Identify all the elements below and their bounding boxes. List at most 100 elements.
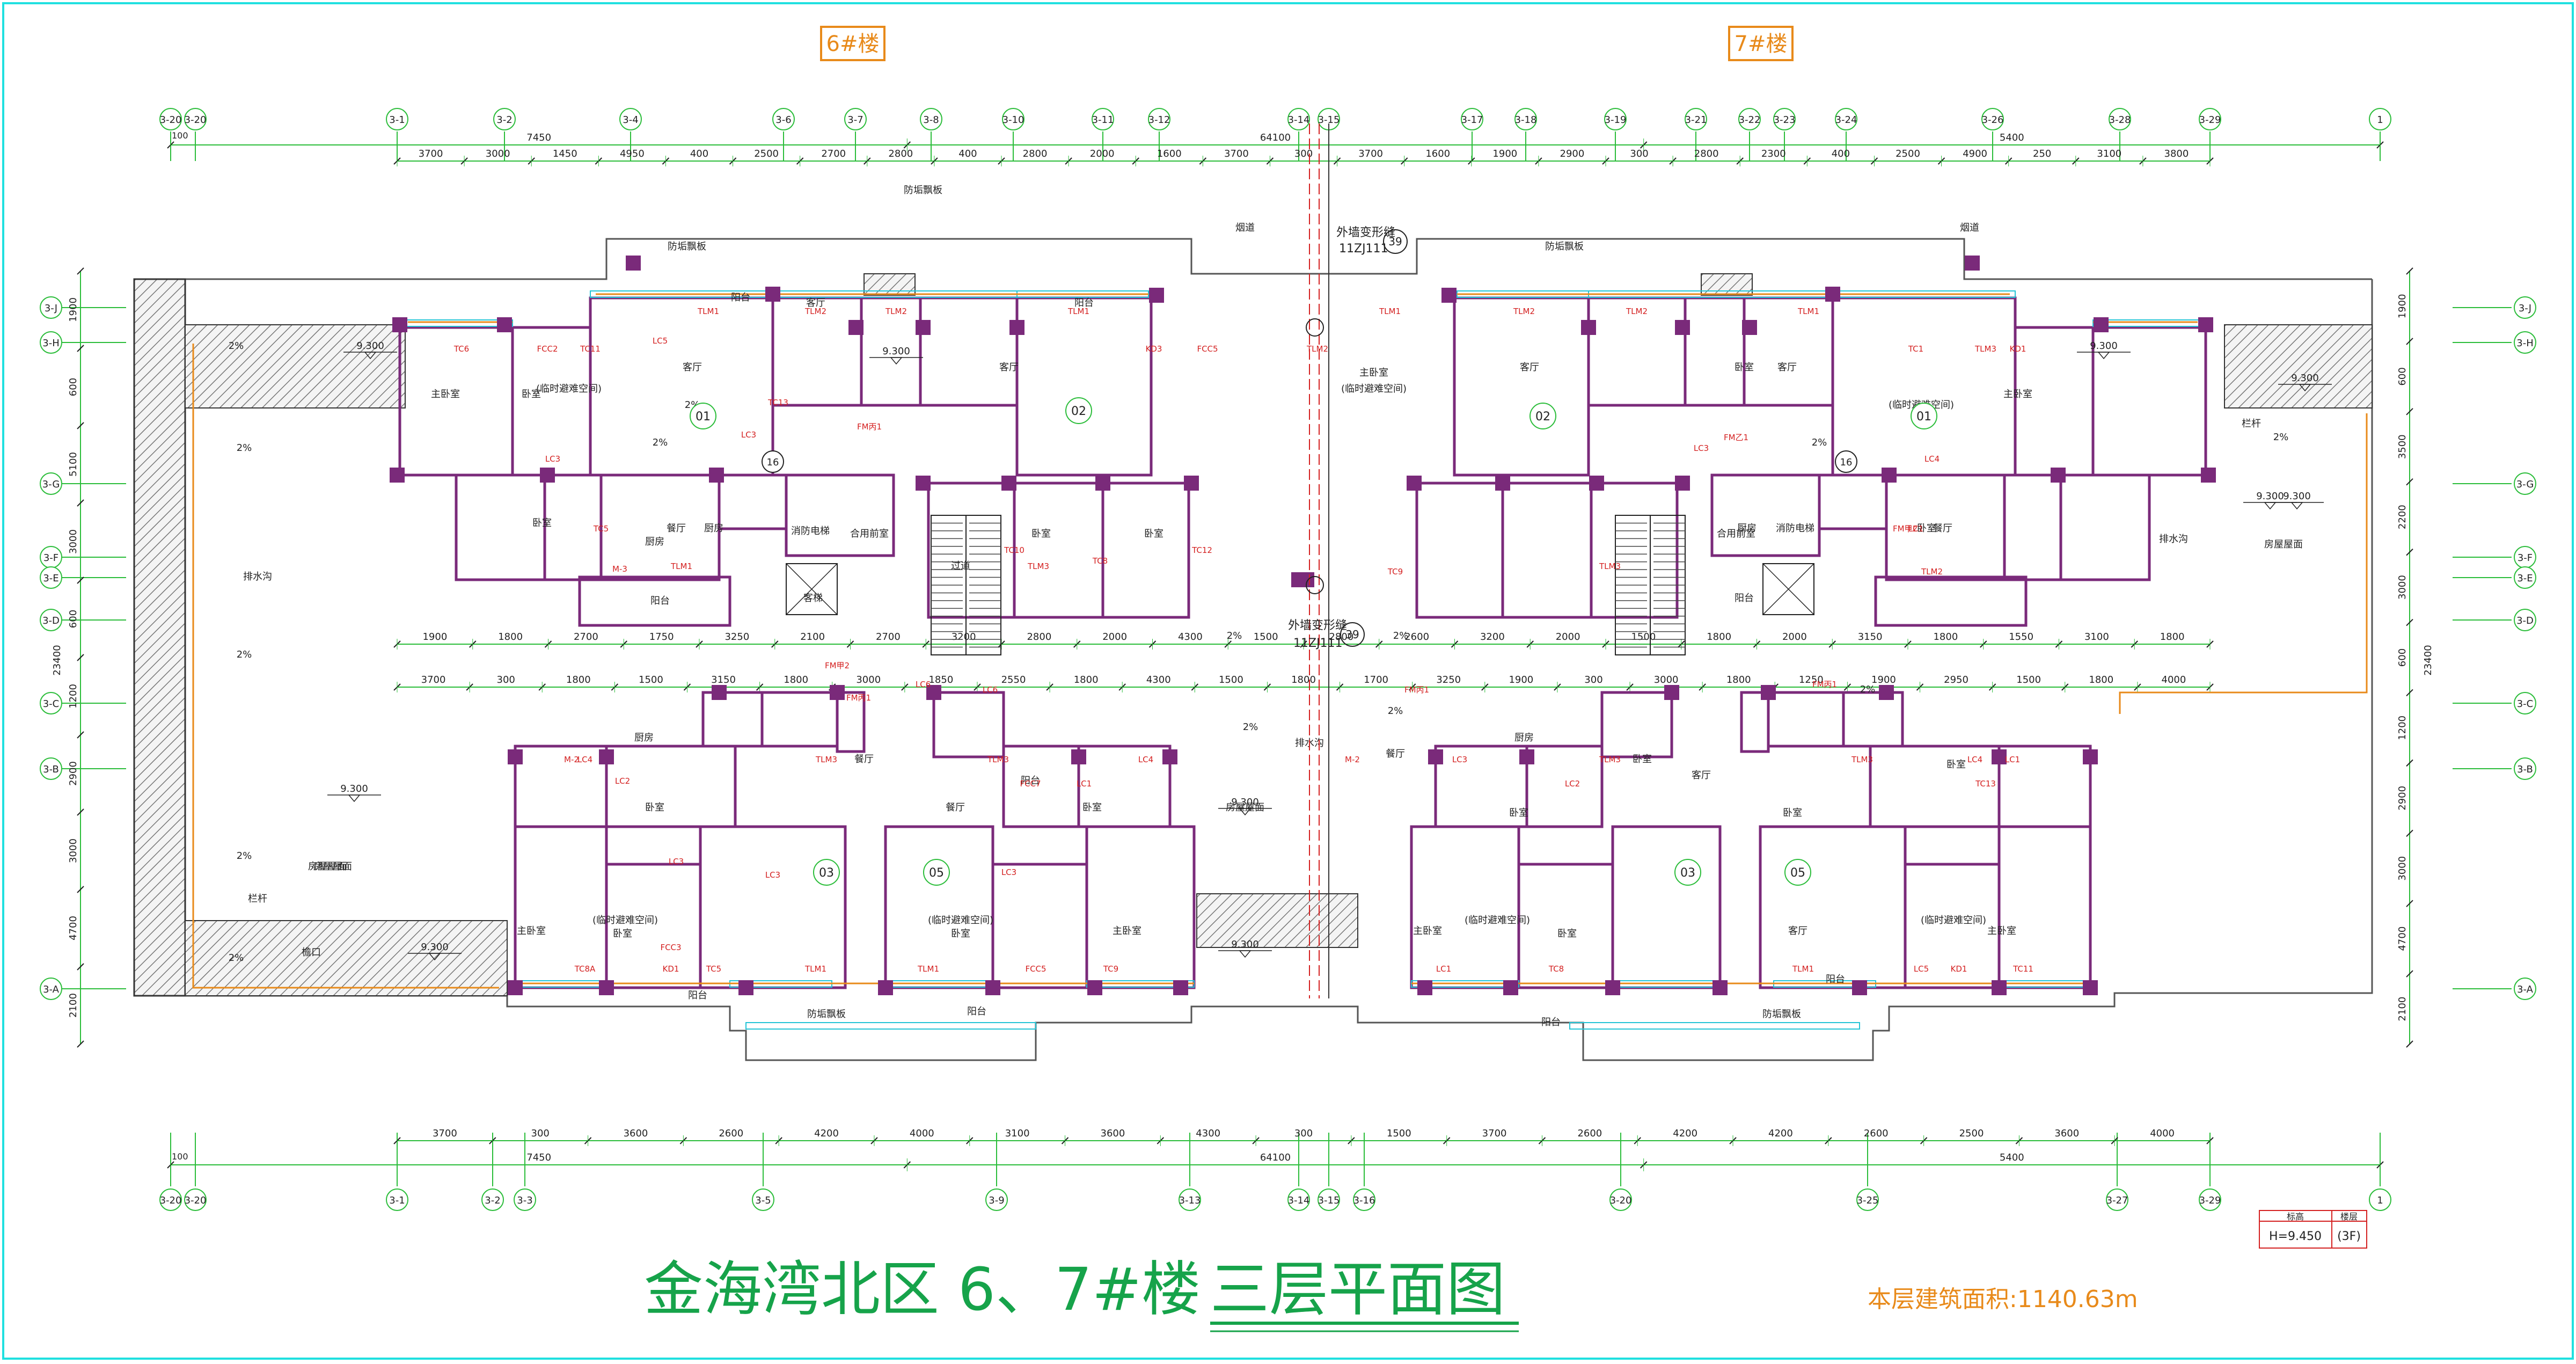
door-window-tag: LC3 (669, 857, 684, 866)
dim-right-label: 2900 (2397, 786, 2408, 811)
dim-mid-row2-label: 1900 (1509, 674, 1533, 685)
dim-top-row1-label: 2500 (1896, 148, 1920, 159)
room-outline (1997, 825, 2092, 989)
dim-mid-row1-label: 1800 (1933, 631, 1958, 643)
elevation-value: 9.300 (882, 346, 910, 357)
room-outline (605, 745, 737, 828)
door-window-tag: TLM3 (815, 755, 837, 764)
column (712, 685, 727, 700)
dim-mid-row2-label: 1800 (2089, 674, 2113, 685)
column (1428, 749, 1443, 764)
dim-right-label: 600 (2397, 367, 2408, 385)
column (2051, 468, 2066, 483)
door-window-tag: TC1 (1908, 344, 1923, 354)
room-outline (589, 296, 774, 477)
door-window-tag: TLM2 (1626, 307, 1648, 316)
room-outline (919, 296, 1019, 407)
dim-left-total: 23400 (52, 645, 63, 675)
dim-mid-row2-label: 4000 (2162, 674, 2186, 685)
column (848, 320, 863, 335)
dim-mid-row1-label: 3100 (2084, 631, 2109, 643)
callout-number: 16 (767, 457, 779, 468)
room-outline (1015, 296, 1153, 477)
dim-right-label: 1900 (2397, 294, 2408, 319)
building-tag-7-text: 7#楼 (1735, 32, 1788, 56)
column (709, 468, 724, 483)
expansion-joint: 外墙变形缝 11ZJ111 39 外墙变形缝 11ZJ111 39 (1288, 123, 1408, 998)
column (1713, 980, 1728, 995)
dim-right-label: 1200 (2397, 716, 2408, 740)
column (1087, 980, 1102, 995)
unit-number-circle (923, 859, 950, 886)
room-outline (1611, 825, 1722, 989)
room-label: 餐厅 (1386, 748, 1405, 760)
room-outline (1101, 482, 1190, 619)
dim-left-tick (77, 731, 84, 739)
unit-number: 01 (696, 410, 711, 424)
grid-bubble-left (40, 978, 62, 1000)
grid-label-top: 3-22 (1739, 114, 1761, 126)
elevation-value: 9.300 (1231, 797, 1259, 808)
column (2198, 317, 2213, 332)
door-window-tag: TC10 (1004, 545, 1024, 555)
dim-left-tick (77, 577, 84, 584)
grid-bubble-left (40, 692, 62, 714)
column (1441, 288, 1457, 303)
room-label: 阳台 (1826, 974, 1845, 985)
door-window-tag: KD1 (2010, 344, 2026, 354)
elevation-value: 9.300 (421, 942, 449, 953)
dim-top-small: 100 (172, 130, 188, 141)
grid-label-top: 3-1 (389, 114, 405, 126)
dim-mid-row2-label: 1800 (1291, 674, 1316, 685)
room-label: 主卧室 (517, 925, 546, 937)
door-window-tag: TLM1 (1792, 964, 1814, 974)
dim-top-row1-label: 3700 (1358, 148, 1383, 159)
dim-right-tick (2406, 829, 2413, 837)
room-label: 栏杆 (248, 893, 267, 905)
column (2083, 980, 2098, 995)
door-window-tag: FM乙1 (1724, 433, 1748, 442)
dim-bottom-row1-label: 3700 (433, 1128, 457, 1139)
dim-right-tick (2406, 548, 2413, 556)
elevation-triangle (2299, 384, 2311, 392)
building-tag-6-text: 6#楼 (826, 32, 880, 56)
dim-left-tick (77, 422, 84, 429)
column (738, 980, 753, 995)
grid-bubble-bottom (2199, 1188, 2221, 1211)
room-outline (514, 745, 608, 828)
expansion-joint-ref-2: 11ZJ111 (1293, 637, 1343, 650)
door-window-tag: TC13 (767, 398, 788, 407)
grid-label-top: 3-14 (1288, 114, 1310, 126)
dim-mid-row2-label: 1500 (639, 674, 663, 685)
dim-top-row1-label: 2500 (754, 148, 779, 159)
grid-label-right: 3-F (2518, 552, 2533, 564)
dim-top-row1-label: 3700 (1224, 148, 1249, 159)
door-window-tag: TC11 (580, 344, 601, 354)
dim-left-label: 4700 (68, 916, 79, 940)
room-label: 卧室 (1031, 528, 1051, 539)
column (1503, 980, 1518, 995)
slope-label: 2% (2273, 432, 2289, 443)
unit-number-circle (1065, 397, 1092, 424)
door-window-tag: LC2 (615, 776, 630, 786)
grid-bubble-bottom (2106, 1188, 2128, 1211)
dim-left-label: 3000 (68, 838, 79, 863)
room-label: 卧室 (951, 928, 970, 939)
grid-label-bottom: 3-13 (1179, 1195, 1201, 1206)
grid-label-left: 3-H (42, 338, 59, 349)
elevation-triangle (2097, 352, 2110, 360)
dim-bottom-row1-label: 3700 (1482, 1128, 1507, 1139)
dim-top-row1-label: 400 (1832, 148, 1850, 159)
dim-bottom-row1-label: 4200 (814, 1128, 839, 1139)
dim-right-tick (2406, 900, 2413, 907)
area-note: 本层建筑面积:1140.63m (1868, 1286, 2138, 1313)
room-label: 防垢飘板 (1545, 241, 1584, 252)
door-window-tag: M-2 (564, 755, 579, 764)
grid-label-bottom: 3-29 (2199, 1195, 2221, 1206)
dim-right-label: 3000 (2397, 856, 2408, 881)
dim-left-tick (77, 654, 84, 661)
room-label: 消防电梯 (1776, 523, 1814, 534)
column (599, 749, 614, 764)
door-window-tag: LC4 (1967, 755, 1982, 764)
dim-right-label: 4700 (2397, 927, 2408, 951)
